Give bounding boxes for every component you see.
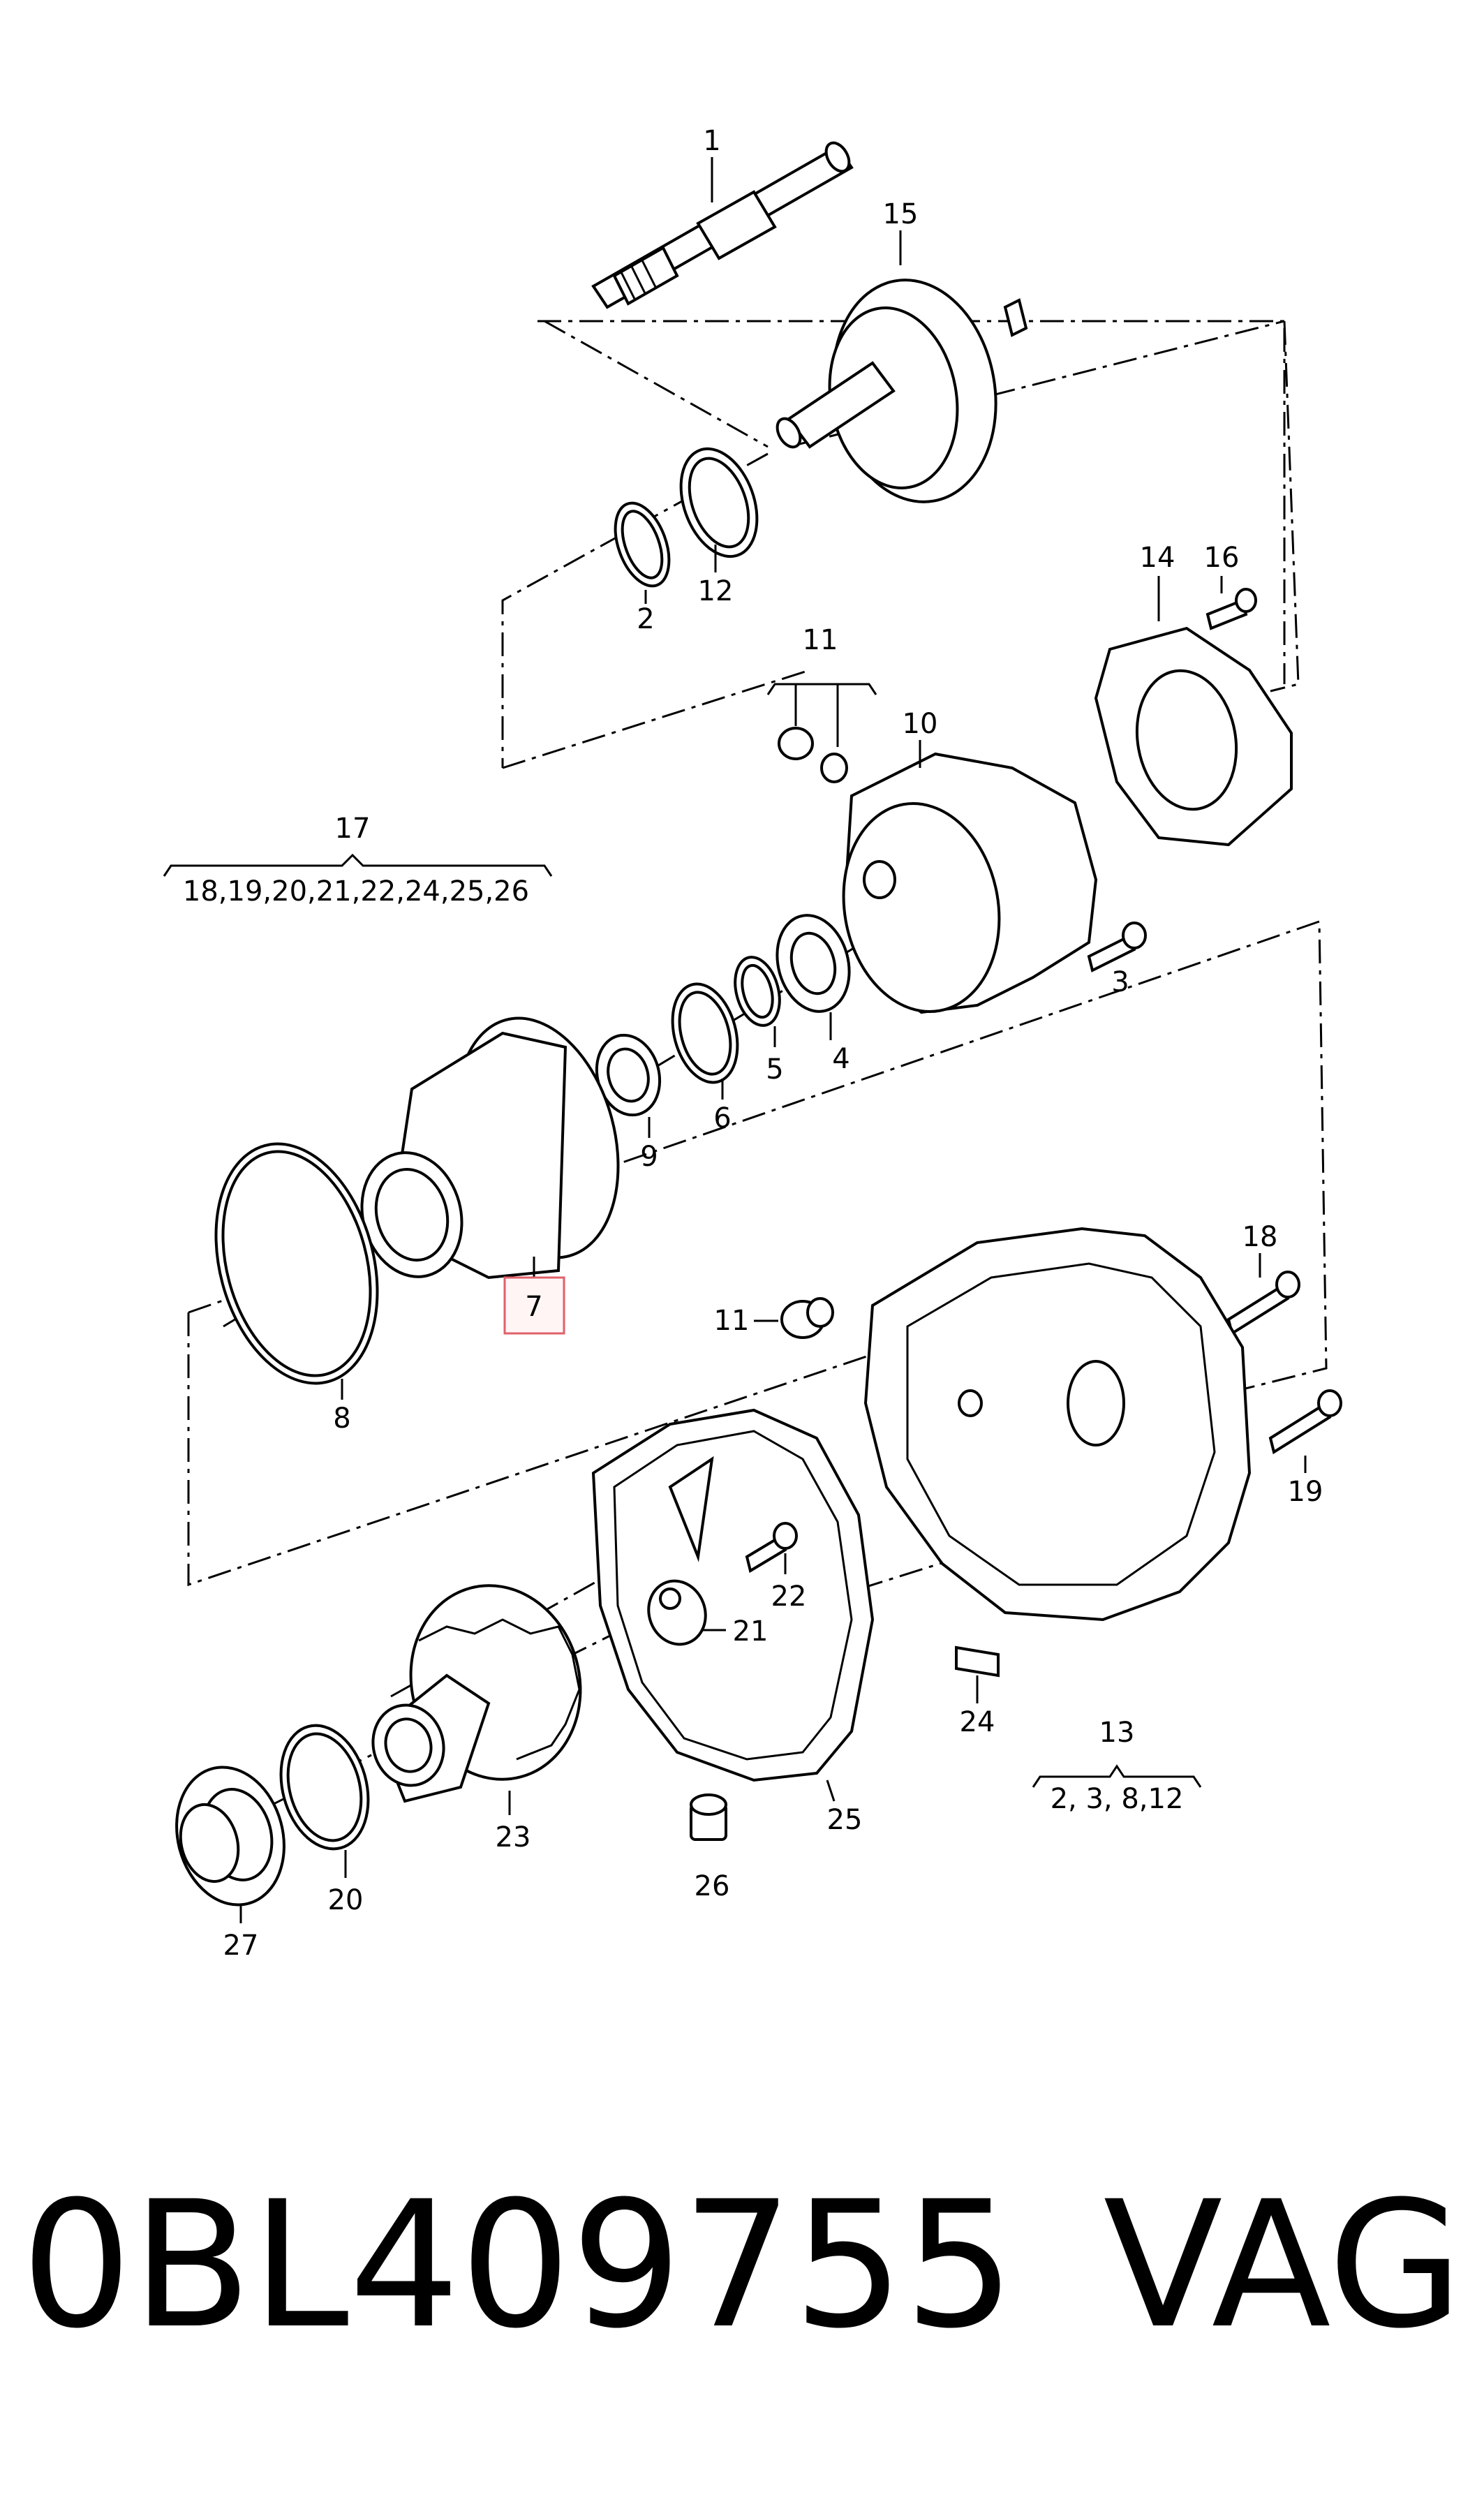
label-24: 24 xyxy=(960,1706,995,1738)
footer-caption: 0BL409755 VAG xyxy=(21,2171,1463,2360)
group-17-members: 18,19,20,21,22,24,25,26 xyxy=(183,875,529,908)
label-21: 21 xyxy=(733,1615,769,1648)
part-15-drum xyxy=(776,279,1028,503)
part-24-magnet xyxy=(955,1645,1000,1678)
part-11-plug xyxy=(778,727,814,760)
part-9-seal xyxy=(595,1033,662,1117)
label-15: 15 xyxy=(883,198,919,230)
label-4: 4 xyxy=(832,1043,849,1075)
part-19-bolt xyxy=(1268,1389,1342,1455)
part-25-cover xyxy=(591,1408,875,1782)
part-16-bolt xyxy=(1205,588,1257,630)
part-5-circlip xyxy=(734,956,781,1027)
gearbox-case xyxy=(863,1227,1252,1622)
label-7-highlight xyxy=(503,1276,565,1335)
part-6-ring xyxy=(671,982,739,1084)
group-13-members: 2, 3, 8,12 xyxy=(1051,1783,1184,1815)
part-23-gear xyxy=(371,1584,582,1803)
part-number: 0BL409755 xyxy=(21,2163,1016,2367)
label-27: 27 xyxy=(223,1930,259,1962)
label-17: 17 xyxy=(335,813,371,845)
label-22: 22 xyxy=(771,1581,807,1613)
part-14-cover xyxy=(1094,626,1293,847)
label-19: 19 xyxy=(1288,1476,1323,1508)
label-5: 5 xyxy=(766,1053,783,1086)
label-26: 26 xyxy=(695,1870,730,1902)
part-2-ring xyxy=(614,501,671,588)
label-12: 12 xyxy=(698,575,734,607)
part-22-bolt xyxy=(745,1522,798,1574)
label-14: 14 xyxy=(1140,542,1175,574)
brand-name: VAG xyxy=(1103,2163,1463,2367)
label-7: 7 xyxy=(525,1291,542,1323)
part-10-housing xyxy=(842,752,1098,1014)
label-6: 6 xyxy=(713,1102,731,1134)
part-12-ring xyxy=(679,447,759,558)
part-1-shaft xyxy=(591,141,854,309)
label-11-lower: 11 xyxy=(714,1305,750,1337)
label-18: 18 xyxy=(1242,1221,1278,1253)
label-10: 10 xyxy=(903,708,938,740)
label-2: 2 xyxy=(637,603,654,635)
part-7-clutch-drum xyxy=(360,1016,620,1280)
part-8-o-ring xyxy=(214,1142,379,1385)
label-20: 20 xyxy=(328,1884,364,1916)
label-23: 23 xyxy=(496,1821,531,1853)
label-16: 16 xyxy=(1204,542,1240,574)
part-4-bearing xyxy=(776,914,851,1013)
label-3: 3 xyxy=(1111,966,1129,998)
part-20-shim xyxy=(279,1724,370,1851)
label-11-upper: 11 xyxy=(803,624,838,656)
part-26-dowel xyxy=(690,1793,727,1841)
part-11-lower-plug xyxy=(780,1297,834,1339)
label-25: 25 xyxy=(827,1804,863,1836)
label-8: 8 xyxy=(333,1403,350,1435)
label-9: 9 xyxy=(640,1141,658,1173)
part-18-bolt xyxy=(1226,1271,1300,1336)
part-21-washer xyxy=(647,1579,707,1646)
part-11-seal xyxy=(820,753,848,783)
part-3-bolt xyxy=(1087,922,1147,972)
label-13: 13 xyxy=(1099,1717,1135,1749)
part-27-bearing xyxy=(175,1766,285,1907)
label-1: 1 xyxy=(703,125,720,157)
